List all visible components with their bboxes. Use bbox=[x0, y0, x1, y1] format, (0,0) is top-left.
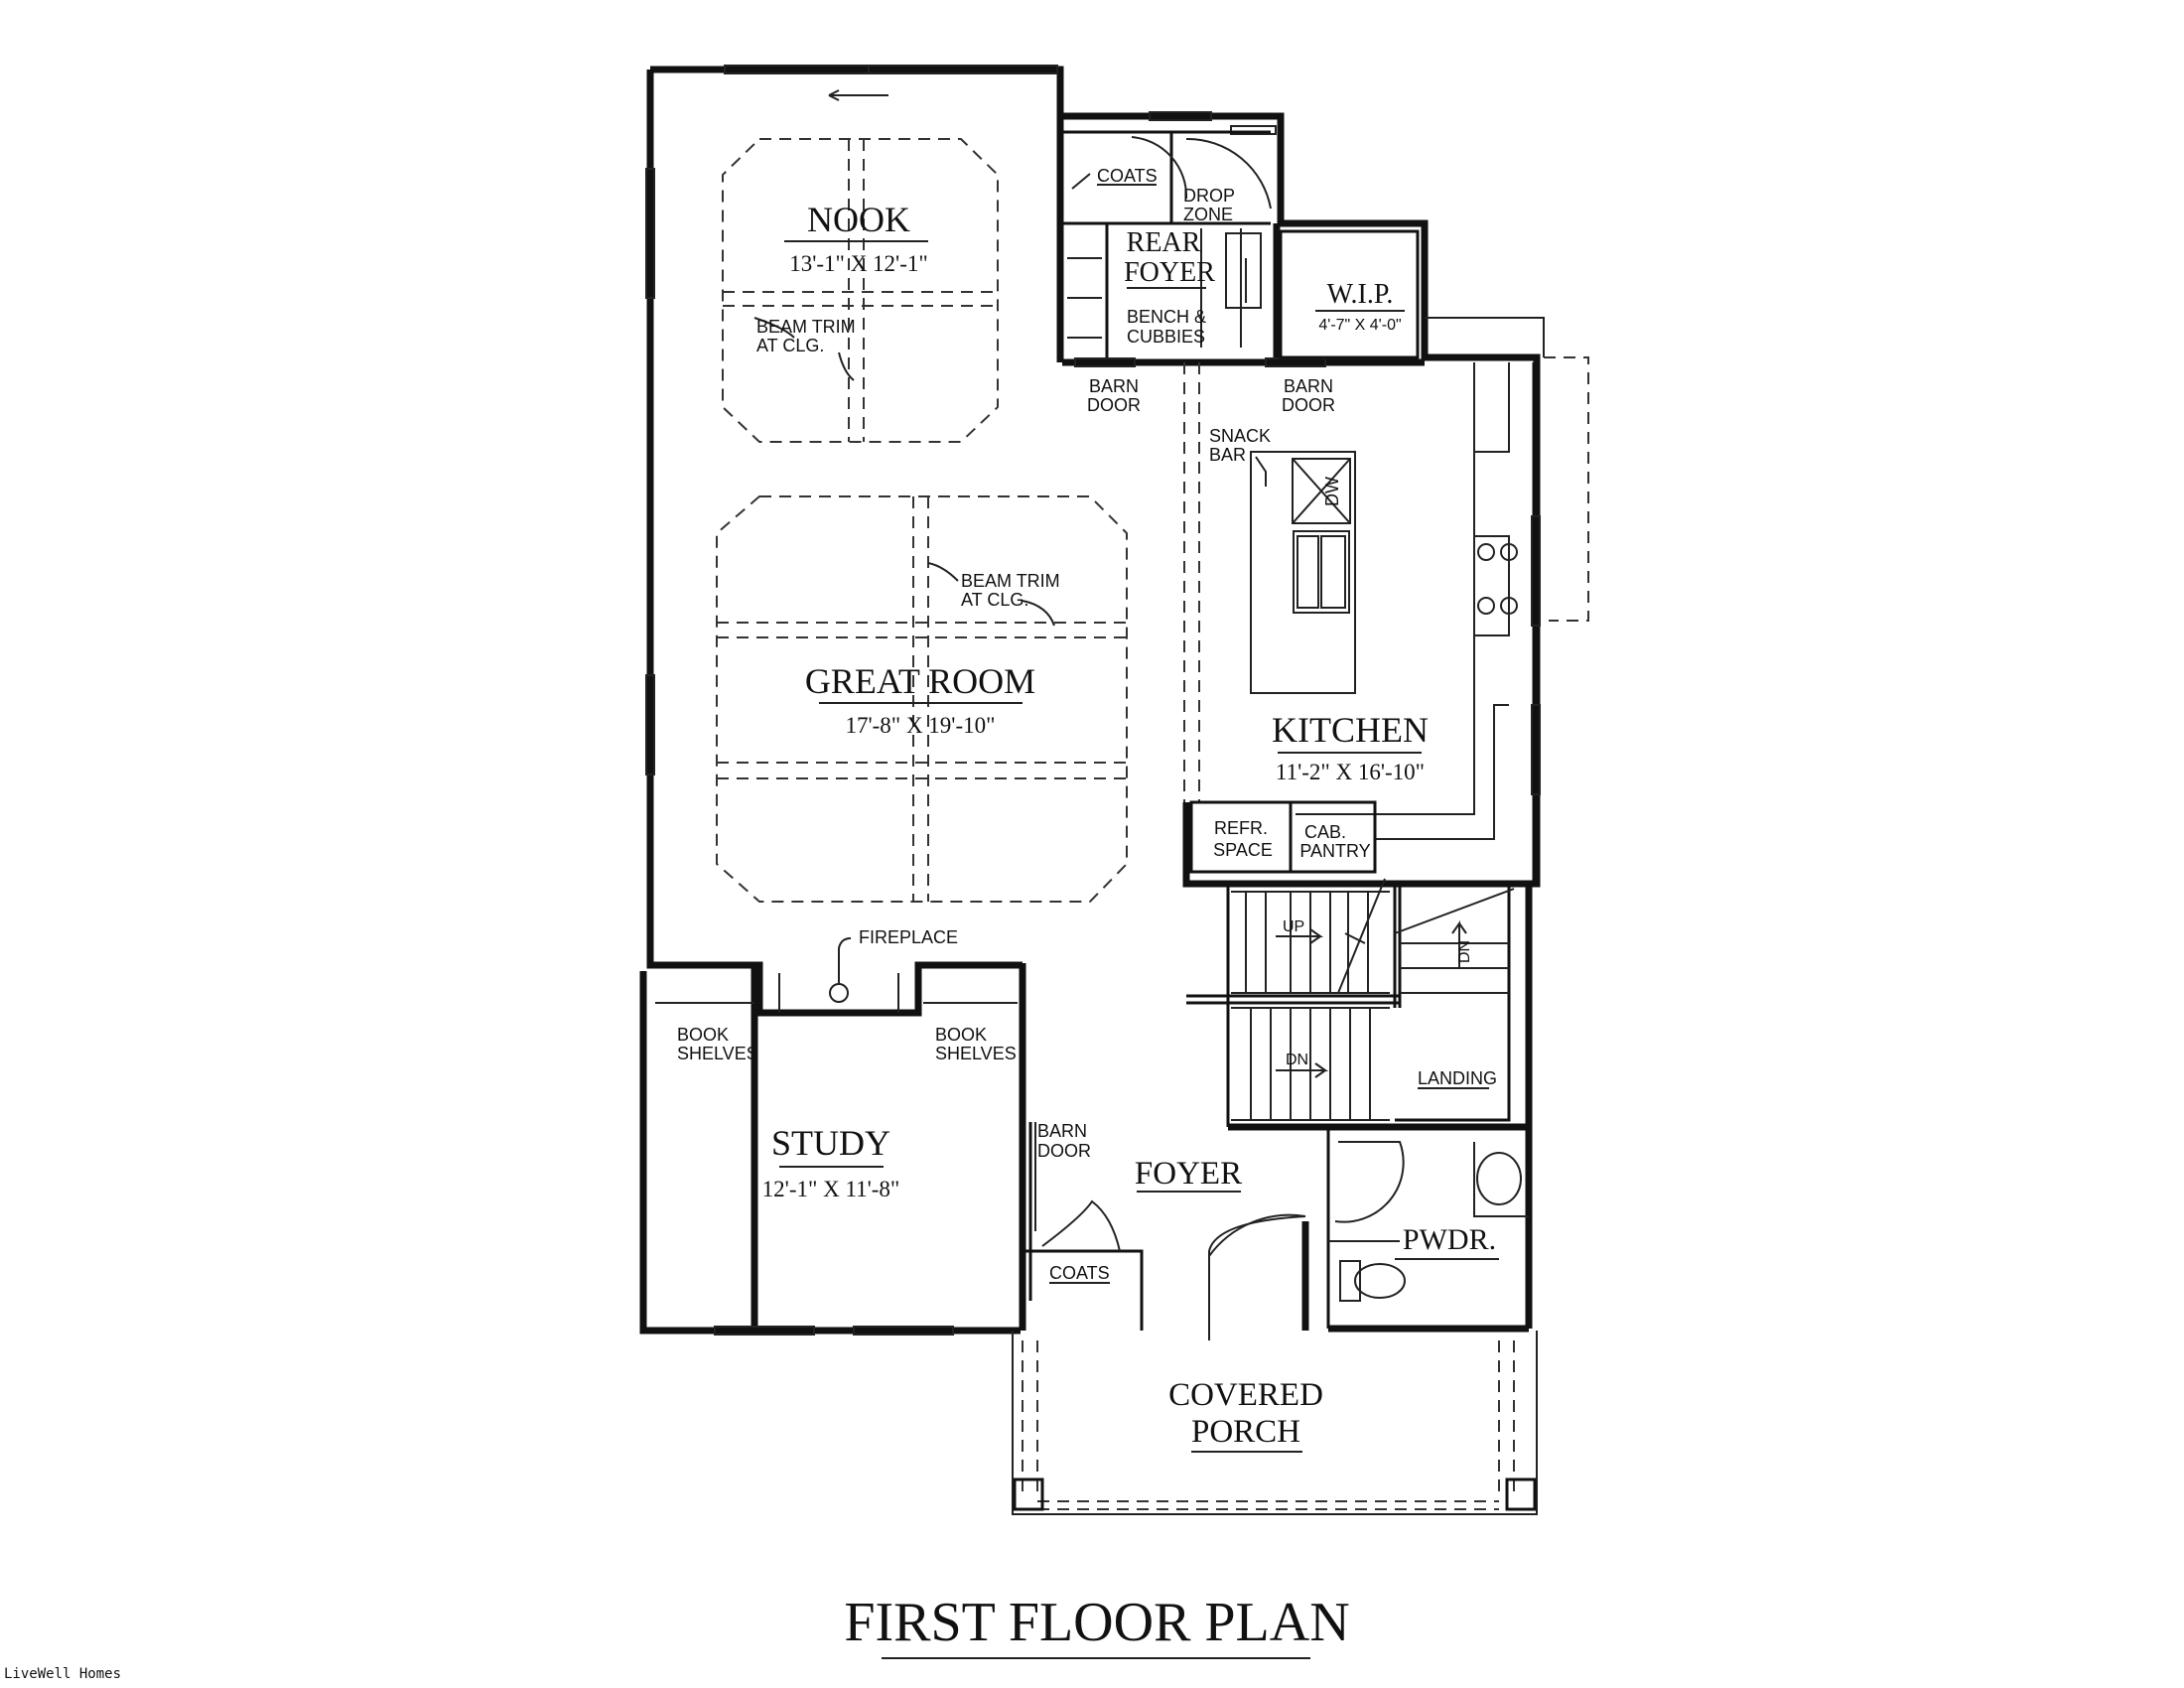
refr-space-2: SPACE bbox=[1213, 840, 1273, 860]
barn-door-left-1: BARN bbox=[1089, 376, 1139, 396]
study-dims: 12'-1" X 11'-8" bbox=[762, 1177, 900, 1201]
kitchen-fixtures bbox=[1182, 362, 1529, 888]
rear-foyer-name-1: REAR bbox=[1127, 227, 1201, 258]
book-shelves-right-2: SHELVES bbox=[935, 1044, 1017, 1063]
drop-zone-label-1: DROP bbox=[1183, 186, 1235, 206]
kitchen-name: KITCHEN bbox=[1272, 710, 1429, 750]
stair-down-label: DN bbox=[1286, 1052, 1308, 1068]
coats-foyer-label: COATS bbox=[1049, 1263, 1110, 1283]
beam-trim-nook-2: AT CLG. bbox=[756, 336, 824, 355]
landing-down-label: DN bbox=[1456, 940, 1473, 963]
foyer-name: FOYER bbox=[1135, 1156, 1242, 1192]
wip-dims: 4'-7" X 4'-0" bbox=[1318, 317, 1401, 334]
nook-ceiling-beams bbox=[722, 138, 999, 443]
covered-porch bbox=[1012, 1331, 1538, 1515]
footer-credit: LiveWell Homes bbox=[4, 1666, 122, 1682]
coats-rear-label: COATS bbox=[1097, 166, 1158, 186]
beam-trim-nook-1: BEAM TRIM bbox=[756, 317, 856, 337]
refr-space-1: REFR. bbox=[1214, 818, 1268, 838]
powder-name: PWDR. bbox=[1403, 1223, 1496, 1256]
barn-door-study-2: DOOR bbox=[1037, 1141, 1091, 1161]
bench-label-2: CUBBIES bbox=[1127, 327, 1205, 347]
landing-label: LANDING bbox=[1418, 1068, 1497, 1088]
kitchen-dims: 11'-2" X 16'-10" bbox=[1276, 760, 1425, 784]
great-room-name: GREAT ROOM bbox=[805, 661, 1035, 701]
rear-foyer-area bbox=[1058, 130, 1589, 622]
wip-name: W.I.P. bbox=[1327, 279, 1394, 310]
drawing-title: FIRST FLOOR PLAN bbox=[844, 1592, 1349, 1653]
study-name: STUDY bbox=[771, 1123, 890, 1163]
stairs bbox=[1186, 878, 1529, 1131]
beam-trim-great-2: AT CLG. bbox=[961, 590, 1028, 610]
book-shelves-right-1: BOOK bbox=[935, 1025, 987, 1045]
room-labels: NOOK 13'-1" X 12'-1" REAR FOYER W.I.P. 4… bbox=[762, 200, 1499, 1453]
book-shelves-left-1: BOOK bbox=[677, 1025, 729, 1045]
exterior-walls bbox=[639, 66, 1541, 1335]
great-room-dims: 17'-8" X 19'-10" bbox=[846, 713, 996, 738]
barn-door-right-2: DOOR bbox=[1282, 395, 1335, 415]
nook-name: NOOK bbox=[807, 200, 910, 239]
porch-name-2: PORCH bbox=[1191, 1414, 1300, 1450]
great-room-ceiling-beams bbox=[716, 495, 1128, 903]
fireplace-label: FIREPLACE bbox=[859, 927, 958, 947]
beam-trim-great-1: BEAM TRIM bbox=[961, 571, 1060, 591]
drop-zone-label-2: ZONE bbox=[1183, 205, 1233, 224]
foyer-area bbox=[1023, 1125, 1529, 1340]
porch-name-1: COVERED bbox=[1168, 1377, 1323, 1413]
study-area bbox=[650, 937, 1036, 1301]
barn-door-right-1: BARN bbox=[1284, 376, 1333, 396]
bench-label-1: BENCH & bbox=[1127, 307, 1206, 327]
snack-bar-2: BAR bbox=[1209, 445, 1246, 465]
book-shelves-left-2: SHELVES bbox=[677, 1044, 758, 1063]
snack-bar-1: SNACK bbox=[1209, 426, 1271, 446]
barn-door-study-1: BARN bbox=[1037, 1121, 1087, 1141]
pantry-2: PANTRY bbox=[1299, 841, 1370, 861]
pantry-1: CAB. bbox=[1304, 822, 1346, 842]
nook-dims: 13'-1" X 12'-1" bbox=[789, 251, 928, 276]
stair-up-label: UP bbox=[1283, 918, 1304, 935]
annotation-notes: COATS DROP ZONE BENCH & CUBBIES BEAM TRI… bbox=[677, 166, 1497, 1284]
barn-door-left-2: DOOR bbox=[1087, 395, 1141, 415]
rear-foyer-name-2: FOYER bbox=[1124, 257, 1215, 288]
dishwasher-label: DW bbox=[1322, 477, 1342, 506]
